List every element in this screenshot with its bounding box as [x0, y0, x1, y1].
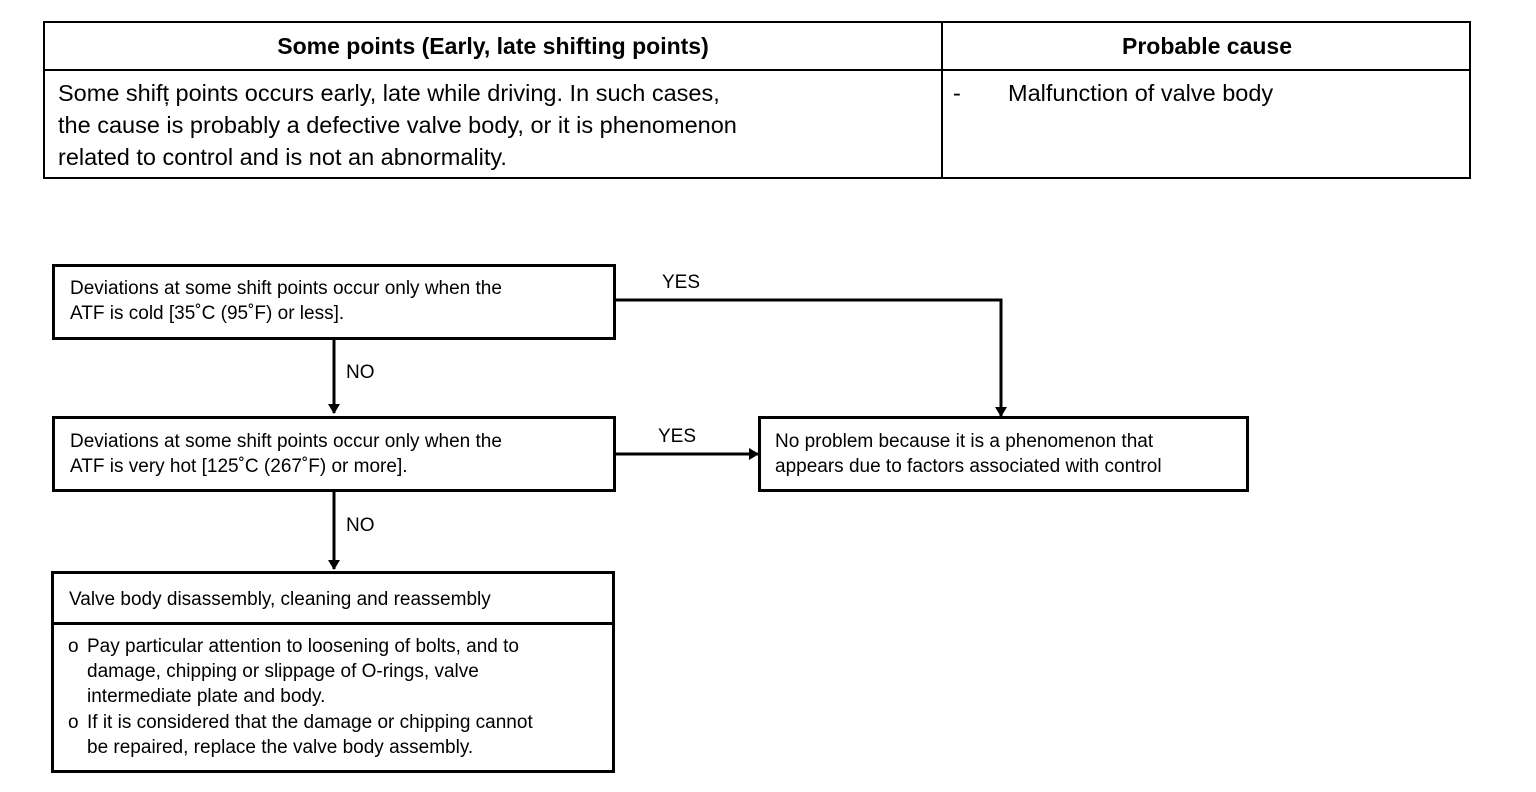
bullet-text: If it is considered that the damage or c…	[87, 712, 533, 758]
table-column-divider	[941, 23, 943, 177]
label-yes-hot: YES	[658, 426, 697, 447]
bullet-marker: o	[68, 636, 79, 657]
decision-text-hot: Deviations at some shift points occur on…	[70, 431, 502, 477]
decision-box-cold: Deviations at some shift points occur on…	[52, 264, 616, 340]
table-cell-cause-bullet: -	[953, 80, 961, 106]
result-box-no-problem: No problem because it is a phenomenon th…	[758, 416, 1249, 492]
label-yes-cold: YES	[662, 272, 701, 293]
table-cell-symptom: Some shifț points occurs early, late wh…	[58, 80, 737, 170]
action-box-valve-body: Valve body disassembly, cleaning and rea…	[51, 571, 615, 773]
action-box-divider	[54, 622, 612, 625]
symptom-table: Some points (Early, late shifting points…	[43, 21, 1471, 179]
result-text: No problem because it is a phenomenon th…	[775, 431, 1162, 477]
bullet-text: Pay particular attention to loosening of…	[87, 636, 519, 707]
table-cell-cause: Malfunction of valve body	[1008, 80, 1274, 106]
action-box-title: Valve body disassembly, cleaning and rea…	[69, 589, 491, 610]
decision-text-cold: Deviations at some shift points occur on…	[70, 278, 502, 324]
bullet-marker: o	[68, 712, 79, 733]
table-row-divider	[45, 69, 1469, 71]
connector-yes-cold	[615, 298, 1007, 417]
decision-box-hot: Deviations at some shift points occur on…	[52, 416, 616, 492]
label-no-cold: NO	[346, 362, 375, 383]
table-header-cause: Probable cause	[1121, 33, 1293, 59]
label-no-hot: NO	[346, 515, 375, 536]
table-header-symptom: Some points (Early, late shifting points…	[277, 33, 709, 59]
